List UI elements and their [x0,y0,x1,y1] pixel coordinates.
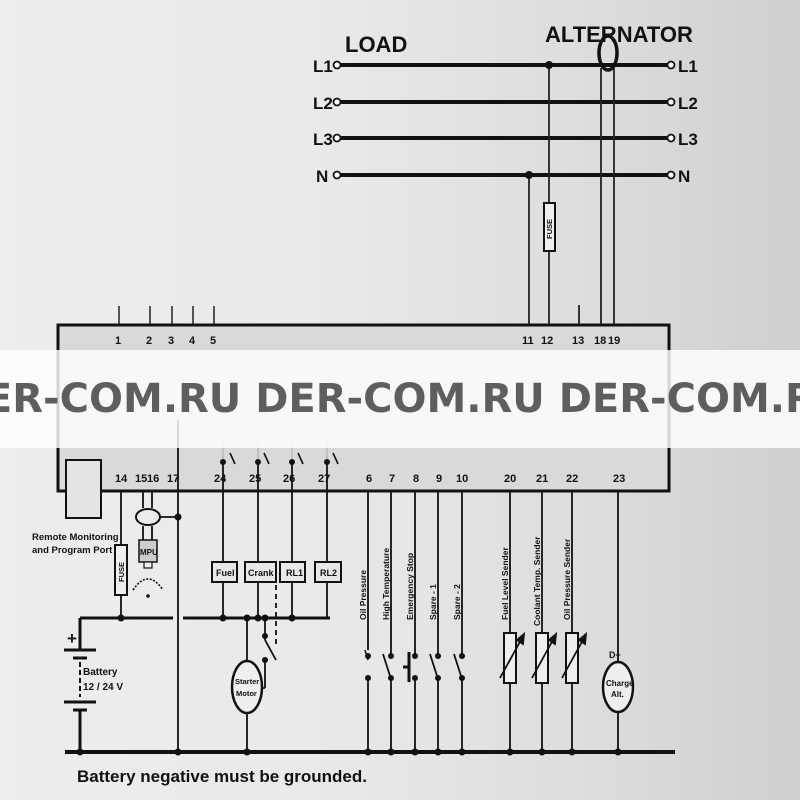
svg-text:26: 26 [283,473,295,485]
svg-text:18: 18 [594,335,606,347]
relay-crank-label: Crank [248,568,275,578]
phase-label-right: N [678,167,690,186]
svg-text:20: 20 [504,473,516,485]
input-wiring [364,491,463,752]
variable-arrows [499,631,588,679]
svg-text:22: 22 [566,473,578,485]
charge-alt-terminal: D+ [609,650,621,660]
mpu-tip-icon [143,561,153,569]
battery-label: Battery [83,667,118,678]
sender-oil-pressure-label: Oil Pressure Sender [562,538,572,620]
relay-fuel-label: Fuel [216,568,235,578]
svg-text:11: 11 [522,335,534,347]
svg-text:7: 7 [389,473,395,485]
phase-label-right: L3 [678,130,698,149]
junction-dot [545,61,553,69]
starter-motor-icon [230,659,264,715]
input-oil-pressure-label: Oil Pressure [358,570,368,620]
sender-resistor-icons [503,632,579,684]
phase-label-right: L1 [678,57,698,76]
input-spare-2-label: Spare - 2 [452,584,462,620]
svg-text:19: 19 [608,335,620,347]
svg-text:6: 6 [366,473,372,485]
starter-label-line2: Motor [236,689,257,698]
phase-label-right: L2 [678,94,698,113]
svg-text:27: 27 [318,473,330,485]
phase-label-left: L2 [313,94,333,113]
remote-port-icon [65,459,102,519]
svg-text:9: 9 [436,473,442,485]
charge-alternator-icon [601,660,635,714]
svg-text:14: 14 [115,473,128,485]
current-transformer-icon [597,34,619,72]
relay-rl1-label: RL1 [286,568,303,578]
input-emergency-stop-label: Emergency Stop [405,553,415,620]
battery-voltage: 12 / 24 V [83,682,123,693]
mpu-coupler-icon [135,508,161,526]
fuse-icon [543,202,556,252]
mpu-label: MPU [140,548,158,557]
sender-fuel-level-label: Fuel Level Sender [500,547,510,620]
phase-label-left: L3 [313,130,333,149]
phase-label-left: L1 [313,57,333,76]
svg-text:4: 4 [189,335,196,347]
remote-port-label-line1: Remote Monitoring [32,532,119,543]
relay-boxes [211,561,342,583]
svg-text:3: 3 [168,335,174,347]
top-terminal-labels: 1 2 3 4 5 11 12 13 18 19 [115,335,620,347]
top-terminal-ticks [118,306,215,325]
battery-plus: + [67,629,77,648]
phase-label-left: N [316,167,328,186]
flywheel-center-icon [146,594,150,598]
watermark-banner: DER-COM.RU DER-COM.RU DER-COM.RU [0,350,800,448]
fuse-label: FUSE [117,562,126,582]
input-spare-1-label: Spare - 1 [428,584,438,620]
phase-lines [332,60,676,180]
svg-text:1: 1 [115,335,121,347]
input-high-temperature-label: High Temperature [381,548,391,620]
svg-text:8: 8 [413,473,419,485]
svg-text:24: 24 [214,473,227,485]
charge-alt-label-line1: Charge [606,679,634,688]
svg-text:2: 2 [146,335,152,347]
svg-text:25: 25 [249,473,261,485]
alternator-heading: ALTERNATOR [545,22,693,47]
footer-note: Battery negative must be grounded. [77,767,367,786]
svg-text:15: 15 [135,473,147,485]
sender-coolant-temp-label: Coolant Temp. Sender [532,536,542,626]
starter-label-line1: Starter [235,677,259,686]
svg-text:5: 5 [210,335,216,347]
junction-dot [525,171,533,179]
load-heading: LOAD [345,32,407,57]
svg-text:12: 12 [541,335,553,347]
relay-rl2-label: RL2 [320,568,337,578]
remote-port-label-line2: and Program Port [32,545,113,556]
svg-text:21: 21 [536,473,548,485]
svg-text:23: 23 [613,473,625,485]
fuse-icon [114,544,128,596]
fuse-label: FUSE [545,219,554,239]
sense-wires [528,65,615,325]
svg-text:10: 10 [456,473,468,485]
charge-alt-label-line2: Alt. [611,690,624,699]
flywheel-gear-icon [132,578,164,591]
battery-icon [64,648,96,712]
svg-text:16: 16 [147,473,159,485]
sender-wiring [509,491,619,752]
svg-text:17: 17 [167,473,179,485]
svg-text:13: 13 [572,335,584,347]
